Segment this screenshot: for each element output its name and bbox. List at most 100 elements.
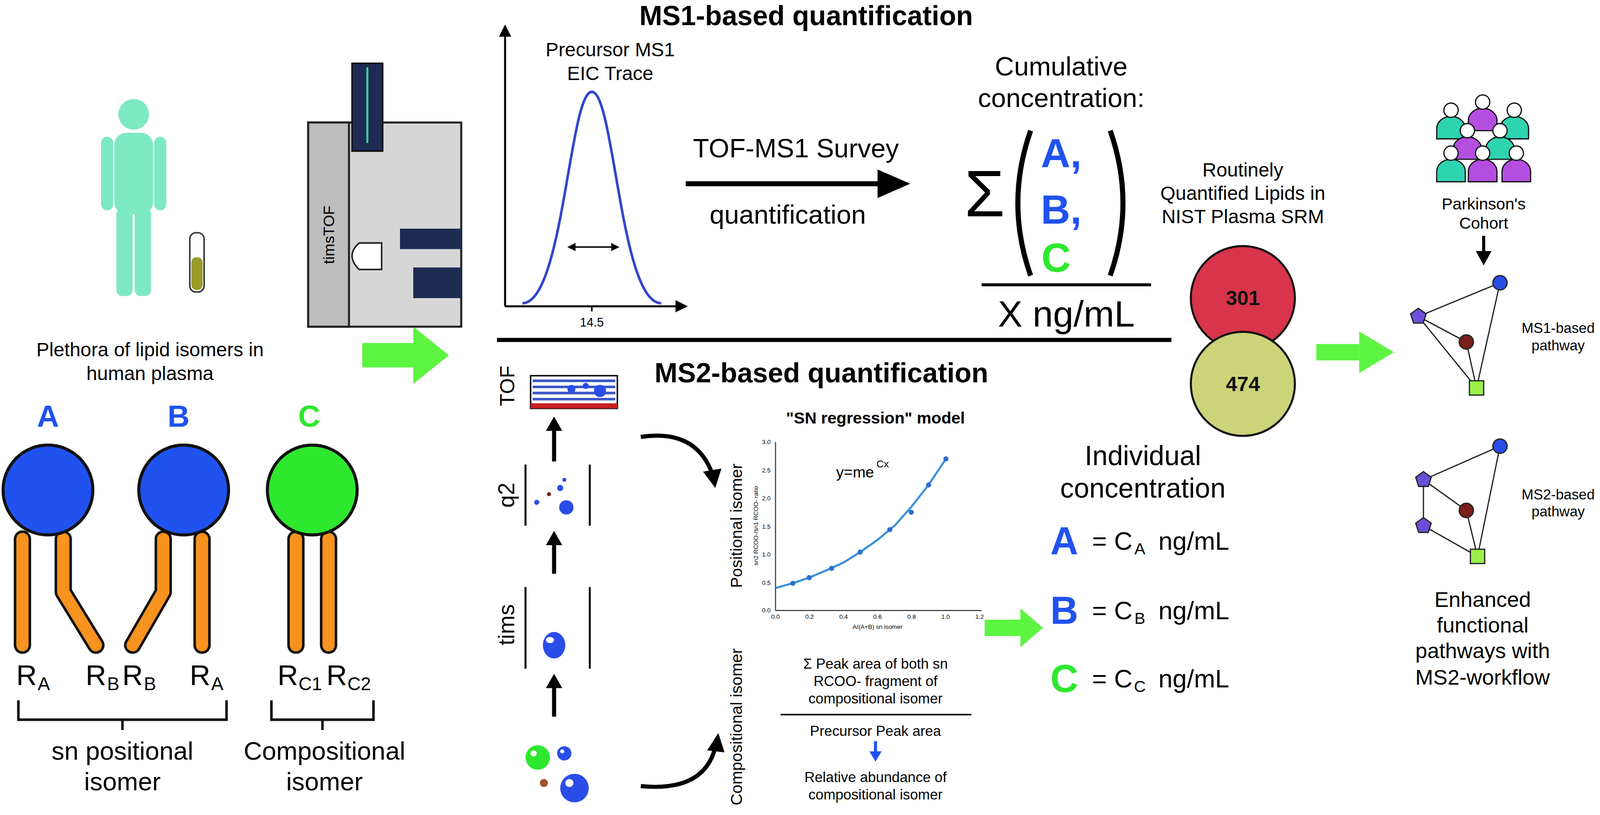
flow-connector (1482, 235, 1486, 251)
diagram-label: Positional isomer (728, 463, 746, 588)
cohort-icon (1468, 159, 1498, 182)
node-text: 301 (1226, 286, 1260, 310)
plasma-tube (189, 232, 204, 292)
cohort-icon (1436, 95, 1531, 182)
timstof-instrument (366, 67, 368, 143)
eic-chart (499, 24, 512, 38)
curved-arrow (640, 746, 716, 787)
lipid-tail (193, 538, 211, 646)
curved-arrow (640, 435, 725, 787)
pathway-network (1418, 316, 1477, 388)
human-figure (101, 99, 167, 297)
diagram-label: 1.0 (762, 550, 771, 557)
regression-chart (806, 574, 812, 580)
ion-flow-arrow (552, 428, 557, 462)
node-text: 474 (1226, 372, 1260, 396)
diagram-label: ng/mL (1158, 528, 1230, 554)
diagram-label: ng/mL (1158, 665, 1230, 692)
tims-cell (524, 586, 527, 669)
ion-mixture (539, 778, 549, 787)
diagram-label: A (1134, 540, 1146, 558)
ion-mixture (560, 748, 565, 753)
timstof-instrument (308, 63, 462, 327)
diagram-label: 0.2 (805, 613, 815, 620)
diagram-label: 0.5 (762, 579, 771, 586)
tims-cell (588, 586, 591, 669)
lipid-tail (196, 538, 209, 646)
quadrupole-cell (534, 499, 540, 505)
eic-chart (567, 242, 576, 251)
cohort-icon (1493, 123, 1508, 138)
pathway-network (1410, 275, 1508, 564)
lipid-head (3, 444, 358, 535)
diagram-label: Cx (876, 458, 889, 470)
diagram-label: = C (1092, 528, 1133, 554)
pathway-network (1418, 316, 1467, 342)
sum-formula (1110, 130, 1124, 276)
plasma-tube (189, 232, 204, 292)
diagram-label: 2.0 (762, 495, 771, 502)
regression-chart (926, 482, 932, 488)
diagram-label: tims (496, 603, 519, 646)
diagram-label: 14.5 (580, 316, 604, 329)
tof-analyzer (530, 375, 618, 408)
quadrupole-cell (559, 500, 574, 515)
eic-chart (504, 34, 507, 307)
diagram-label: TOF (496, 365, 518, 406)
regression-chart (775, 458, 946, 588)
pathway-network (1423, 479, 1467, 511)
diagram-label: sn2 RCOO-/sn1 RCOO- ratio (752, 485, 759, 566)
diagram-label: C1 (298, 674, 322, 693)
lipid-tail (322, 538, 335, 646)
lipid-tail (63, 538, 96, 646)
ion-flow-arrow (545, 530, 563, 545)
tof-analyzer (593, 384, 607, 398)
regression-chart (829, 565, 835, 571)
diagram-label: 0.8 (907, 613, 917, 620)
eic-chart (611, 242, 620, 251)
pathway-network (1423, 445, 1500, 480)
pathway-network (1423, 525, 1478, 557)
human-figure (101, 136, 114, 211)
diagram-label: 0.4 (839, 613, 848, 620)
sum-formula (981, 130, 1152, 285)
ion-mixture (565, 778, 574, 787)
timstof-instrument (352, 63, 383, 151)
diagram-label: 3.0 (762, 438, 771, 445)
diagram-label: 1.2 (975, 613, 985, 620)
pathway-network (1493, 438, 1508, 454)
sum-formula (1018, 130, 1031, 276)
survey-arrow (685, 169, 911, 199)
tof-analyzer (530, 375, 618, 408)
pathway-network (1476, 282, 1500, 388)
curved-arrow (703, 468, 722, 488)
diagram-label: R (326, 661, 347, 690)
survey-arrow (685, 181, 880, 187)
pathway-network (1470, 549, 1485, 564)
timstof-instrument (400, 228, 462, 250)
human-figure (134, 208, 152, 296)
lipid-tail (320, 538, 338, 646)
quadrupole-cell (546, 491, 551, 496)
diagram-label: C (298, 400, 320, 432)
diagram-label: MS2-based quantification (654, 359, 989, 388)
section-divider (496, 337, 1172, 342)
diagram-label: A (37, 674, 51, 693)
ion-flow-arrow (545, 673, 563, 688)
diagram-label: Relative abundance of compositional isom… (788, 768, 962, 803)
quadrupole-cell (562, 477, 567, 482)
regression-chart (774, 442, 776, 611)
diagram-label: MS1-based quantification (639, 2, 973, 31)
timstof-instrument (308, 122, 462, 327)
diagram-label: A/(A+B) sn isomer (852, 623, 903, 630)
ion-mixture (530, 750, 537, 757)
bracket (321, 719, 325, 730)
diagram-label: B (106, 674, 120, 693)
pathway-network (1415, 517, 1432, 533)
diagram-label: R (122, 661, 144, 690)
human-figure (114, 132, 154, 215)
diagram-label: Enhanced functional pathways with MS2-wo… (1406, 586, 1560, 690)
diagram-label: R (189, 661, 211, 690)
pathway-network: MS1-based pathway (1400, 267, 1597, 407)
cohort-icon (1507, 102, 1522, 118)
